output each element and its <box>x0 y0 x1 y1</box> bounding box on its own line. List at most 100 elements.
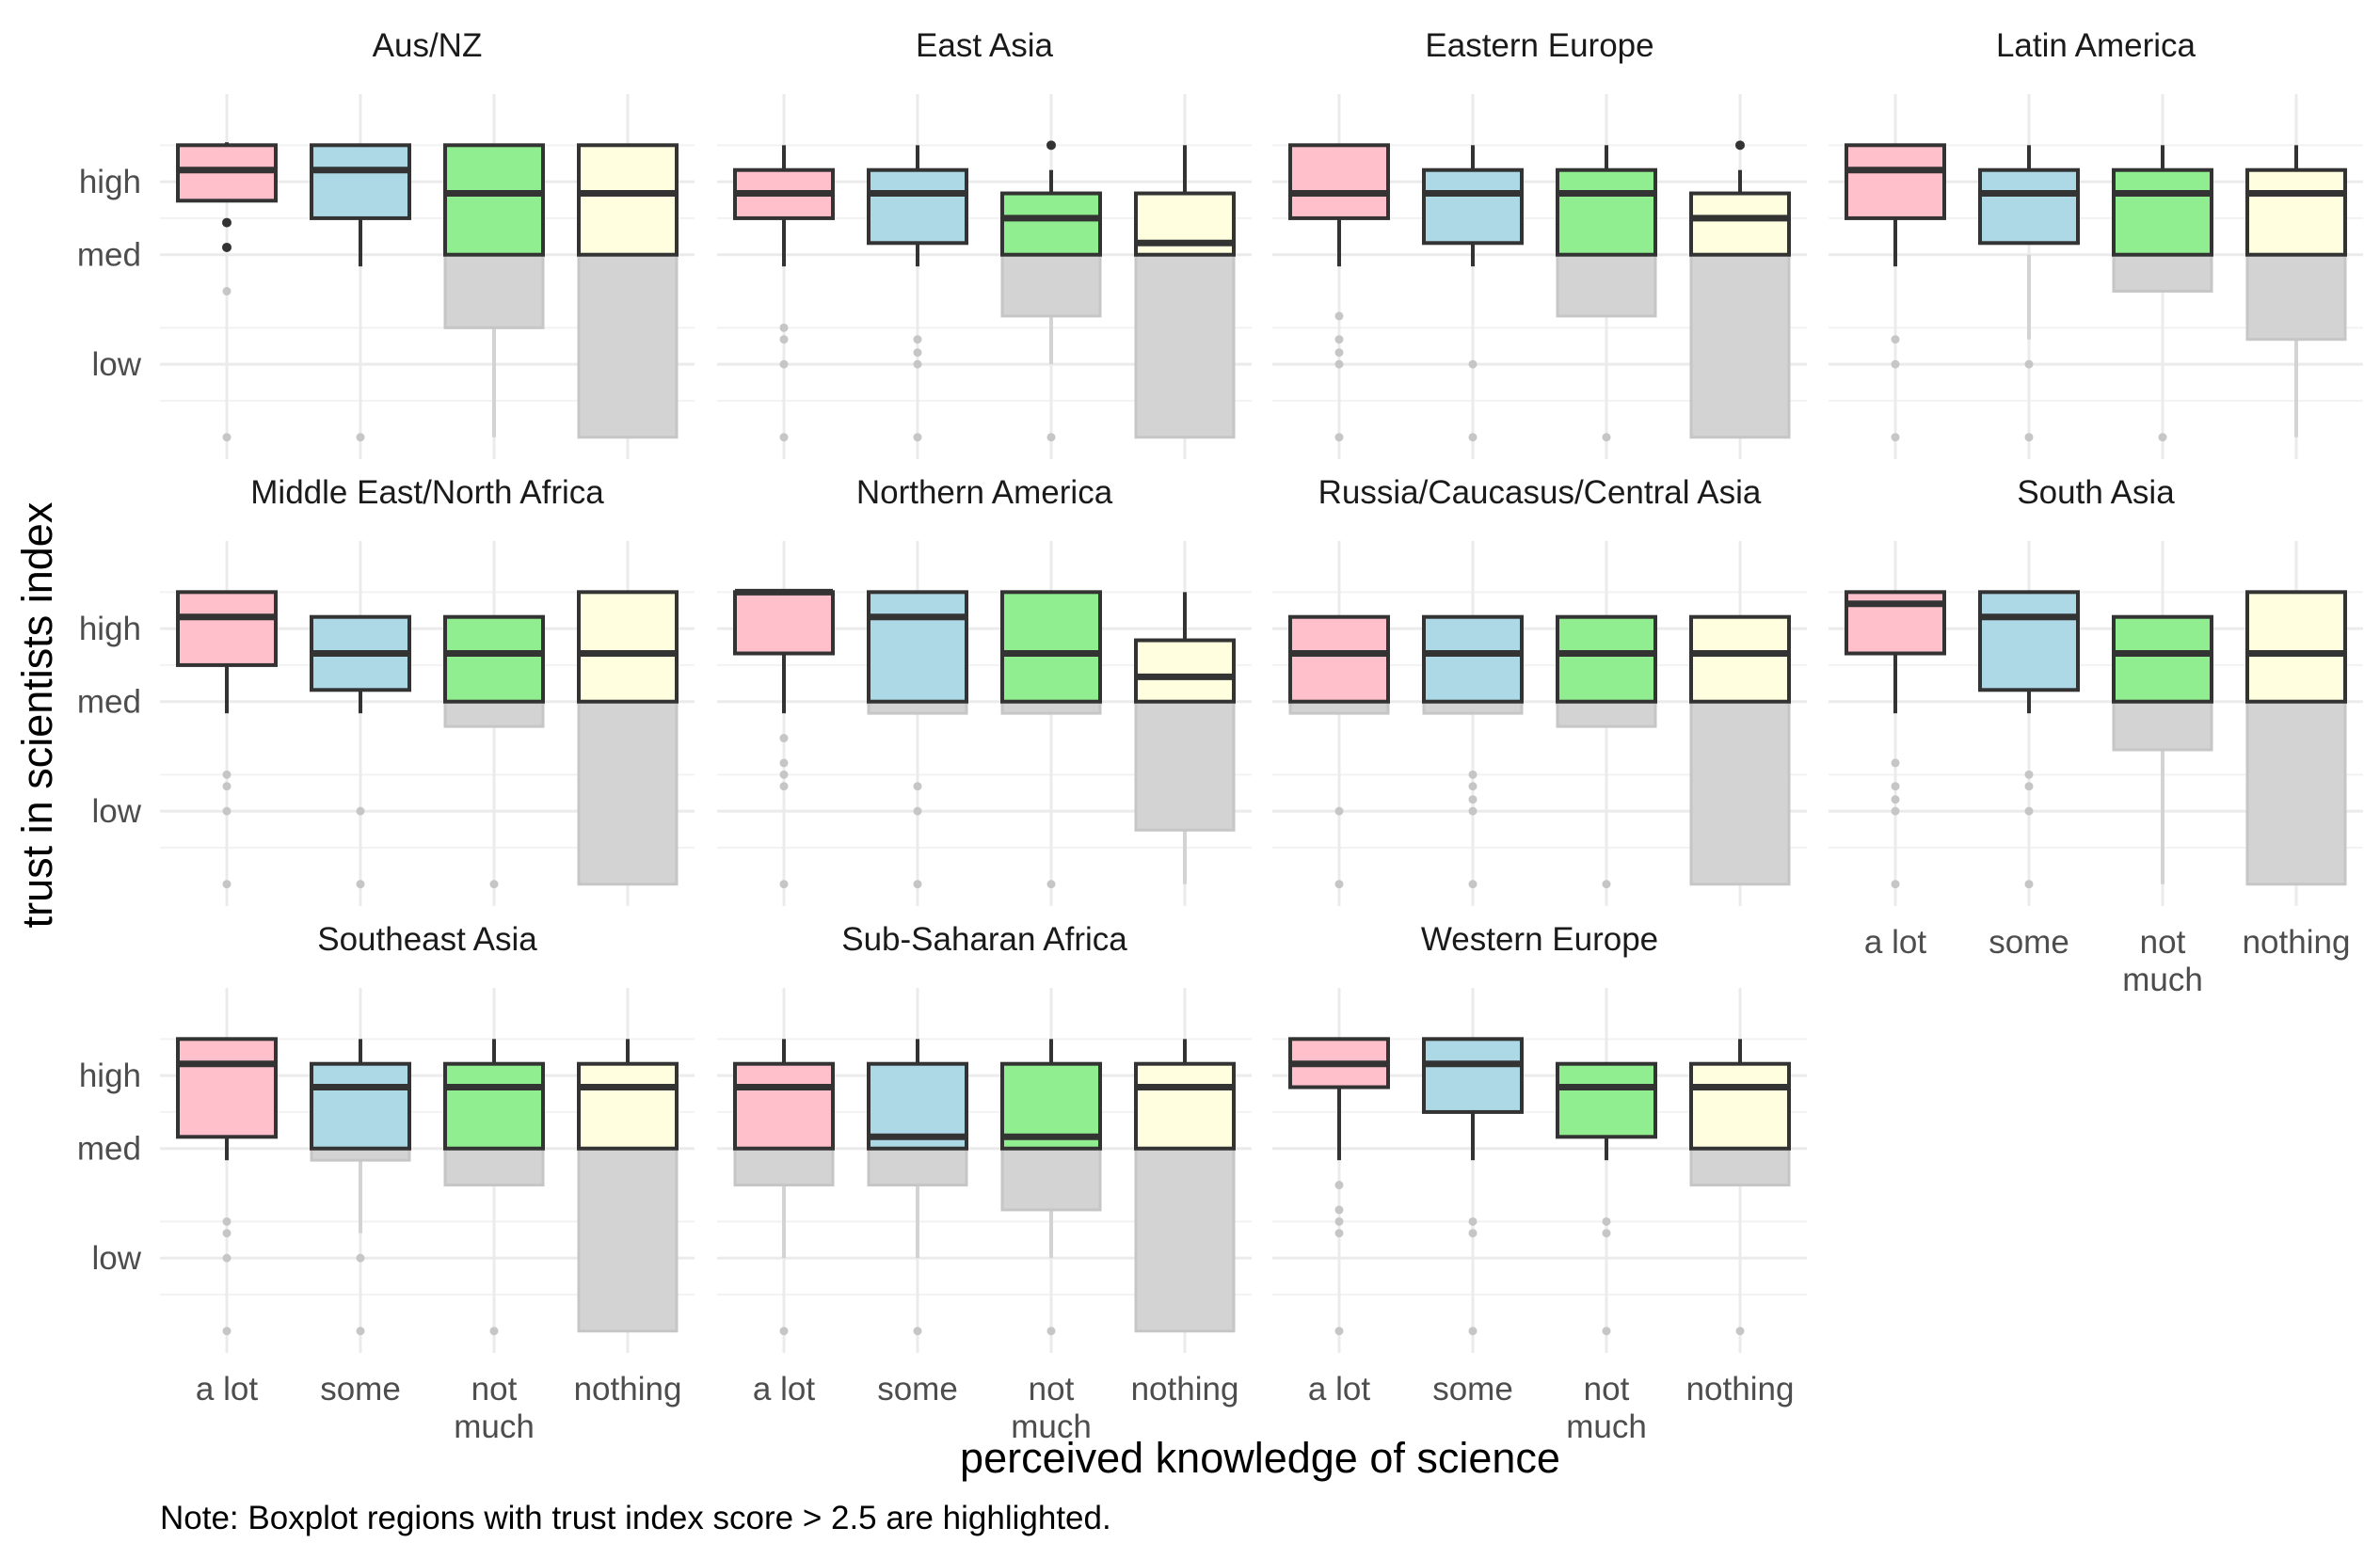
box-some <box>1422 145 1524 442</box>
box-body <box>1845 143 1946 220</box>
box-not-much <box>1000 140 1102 442</box>
box-not-much <box>1556 145 1657 442</box>
outlier-point-lowlight <box>779 359 789 369</box>
box-a-lot <box>176 590 278 889</box>
box-body <box>2112 167 2213 257</box>
box-body <box>867 167 968 246</box>
chart-caption: Note: Boxplot regions with trust index s… <box>160 1500 1111 1536</box>
outlier-point-lowlight <box>2024 806 2034 816</box>
box-some <box>310 143 411 442</box>
panel-title: East Asia <box>916 27 1053 64</box>
outlier-point-lowlight <box>1468 1229 1478 1238</box>
box-body-lowlight <box>1134 1147 1236 1333</box>
outlier-point-lowlight <box>1602 1217 1611 1226</box>
box-a-lot <box>733 1039 835 1336</box>
box-body <box>733 590 835 656</box>
outlier-point-lowlight <box>1046 1327 1056 1336</box>
box-body <box>1689 614 1791 704</box>
box-some <box>867 1039 968 1336</box>
outlier-point <box>222 217 232 228</box>
outlier-point-lowlight <box>222 1217 232 1226</box>
box-nothing <box>1689 140 1791 439</box>
box-body <box>1556 614 1657 704</box>
box-a-lot <box>1845 143 1946 442</box>
box-nothing <box>577 590 679 886</box>
box-body <box>867 590 968 704</box>
box-body <box>1134 638 1236 704</box>
box-body <box>1556 167 1657 257</box>
outlier-point-lowlight <box>222 806 232 816</box>
box-a-lot <box>733 588 835 889</box>
x-tick-label: not <box>1584 1371 1630 1408</box>
box-some <box>867 590 968 889</box>
box-nothing <box>577 143 679 439</box>
x-tick-label: some <box>1989 924 2069 961</box>
panel-title: Western Europe <box>1421 921 1658 958</box>
box-some <box>867 145 968 442</box>
box-not-much <box>1000 1039 1102 1336</box>
box-body <box>1288 143 1390 220</box>
box-body-lowlight <box>1134 253 1236 439</box>
x-tick-label: nothing <box>2243 924 2351 961</box>
box-some <box>310 1039 411 1336</box>
outlier-point-lowlight <box>1468 359 1478 369</box>
outlier-point-lowlight <box>1891 795 1900 804</box>
box-body-lowlight <box>733 1147 835 1187</box>
box-body <box>1689 1061 1791 1151</box>
outlier-point-lowlight <box>222 782 232 791</box>
panel-russia-caucasus-central-asia: Russia/Caucasus/Central Asia <box>1272 474 1807 906</box>
outlier-point-lowlight <box>356 1327 365 1336</box>
x-tick-label: much <box>2122 962 2203 998</box>
box-body <box>2245 167 2347 257</box>
outlier-point-lowlight <box>913 806 922 816</box>
box-body <box>1689 191 1791 257</box>
box-nothing <box>1689 1039 1791 1336</box>
box-not-much <box>1556 614 1657 889</box>
outlier-point-lowlight <box>1334 1217 1344 1226</box>
box-body-lowlight <box>1134 700 1236 832</box>
box-body <box>1978 590 2080 692</box>
outlier-point-lowlight <box>1046 433 1056 442</box>
x-tick-label: a lot <box>753 1371 815 1408</box>
outlier-point-lowlight <box>1468 782 1478 791</box>
box-body <box>176 1037 278 1139</box>
outlier-point-lowlight <box>356 806 365 816</box>
panel-northern-america: Northern America <box>717 474 1252 906</box>
outlier-point-lowlight <box>1891 359 1900 369</box>
outlier-point-lowlight <box>1334 1181 1344 1190</box>
box-some <box>1422 1037 1524 1336</box>
box-body <box>1288 614 1390 704</box>
x-tick-label: some <box>320 1371 401 1408</box>
box-a-lot <box>176 1037 278 1336</box>
outlier-point-lowlight <box>222 880 232 889</box>
panel-title: Sub-Saharan Africa <box>841 921 1127 958</box>
box-a-lot <box>1845 590 1946 889</box>
box-nothing <box>2245 145 2347 437</box>
outlier-point-lowlight <box>1046 880 1056 889</box>
outlier-point-lowlight <box>779 323 789 332</box>
box-body-lowlight <box>443 700 545 728</box>
box-not-much <box>1000 590 1102 889</box>
box-body <box>2245 590 2347 704</box>
box-body <box>577 590 679 704</box>
box-nothing <box>577 1039 679 1333</box>
outlier-point-lowlight <box>779 770 789 779</box>
box-some <box>310 614 411 889</box>
outlier-point-lowlight <box>913 348 922 358</box>
y-tick-label: high <box>79 1058 141 1094</box>
box-not-much <box>2112 145 2213 442</box>
box-body <box>310 143 411 220</box>
x-tick-label: much <box>1566 1408 1647 1445</box>
y-tick-label: med <box>77 1131 141 1168</box>
x-tick-label: not <box>471 1371 518 1408</box>
box-nothing <box>1134 145 1236 439</box>
box-body-lowlight <box>577 1147 679 1333</box>
outlier-point-lowlight <box>779 734 789 743</box>
outlier-point-lowlight <box>489 880 499 889</box>
outlier-point-lowlight <box>1602 433 1611 442</box>
outlier-point-lowlight <box>913 359 922 369</box>
panel-latin-america: Latin America <box>1829 27 2363 459</box>
